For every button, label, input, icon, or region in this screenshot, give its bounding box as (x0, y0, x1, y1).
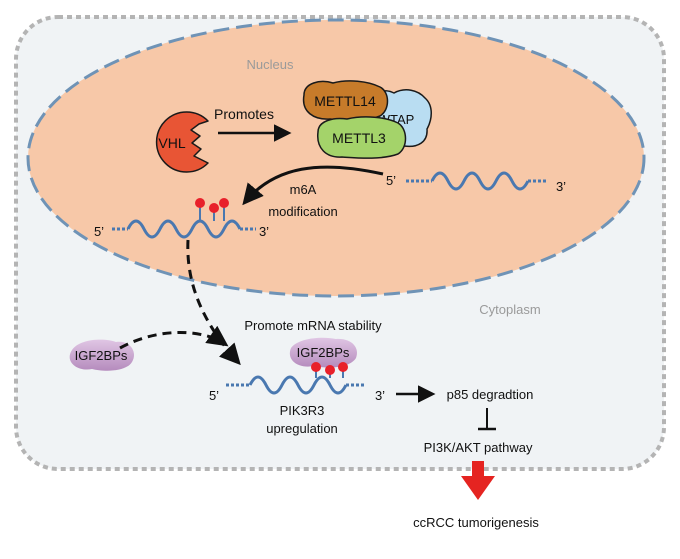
nucleus-label: Nucleus (247, 57, 294, 72)
cyto-rna-5prime: 5’ (209, 388, 219, 403)
mettl3-protein (317, 116, 407, 159)
igf2bps-bound (289, 337, 358, 368)
promotes-label: Promotes (214, 106, 274, 122)
export-arrow (186, 239, 241, 366)
nuclear-rna-5prime: 5’ (386, 173, 396, 188)
modified-rna-3prime: 3’ (259, 224, 269, 239)
pathway-label: PI3K/AKT pathway (424, 440, 533, 455)
igf2bps-bound-label: IGF2BPs (297, 345, 350, 360)
m6a-marks-cyto (311, 362, 348, 378)
upregulation-label: upregulation (266, 421, 338, 436)
nuclear-rna-strand (430, 171, 530, 191)
m6a-marks-nuclear (195, 198, 229, 221)
cyto-rna-strand (248, 375, 348, 395)
m6a-label: m6A (290, 182, 317, 197)
modified-rna-5prime: 5’ (94, 224, 104, 239)
promote-stability-label: Promote mRNA stability (244, 318, 382, 333)
mettl14-label: METTL14 (314, 93, 376, 109)
igf2bps-free (69, 339, 135, 371)
igf2bps-free-label: IGF2BPs (75, 348, 128, 363)
nucleus (26, 18, 646, 298)
nuclear-rna-3prime: 3’ (556, 179, 566, 194)
pik3r3-label: PIK3R3 (280, 403, 325, 418)
inhibition-bar (478, 408, 496, 431)
p85-label: p85 degradtion (447, 387, 534, 402)
igf2bps-binding-arrow (119, 325, 229, 350)
outcome-label: ccRCC tumorigenesis (413, 515, 539, 530)
cytoplasm-label: Cytoplasm (479, 302, 540, 317)
cyto-rna-3prime: 3’ (375, 388, 385, 403)
modified-rna-strand (126, 219, 242, 239)
m6a-modification-arrow (242, 165, 384, 206)
mettl14-protein (302, 80, 389, 122)
vhl-label: VHL (158, 135, 185, 151)
outcome-arrow (461, 461, 495, 500)
vhl-protein (155, 111, 209, 173)
modification-label: modification (268, 204, 337, 219)
mettl3-label: METTL3 (332, 130, 386, 146)
